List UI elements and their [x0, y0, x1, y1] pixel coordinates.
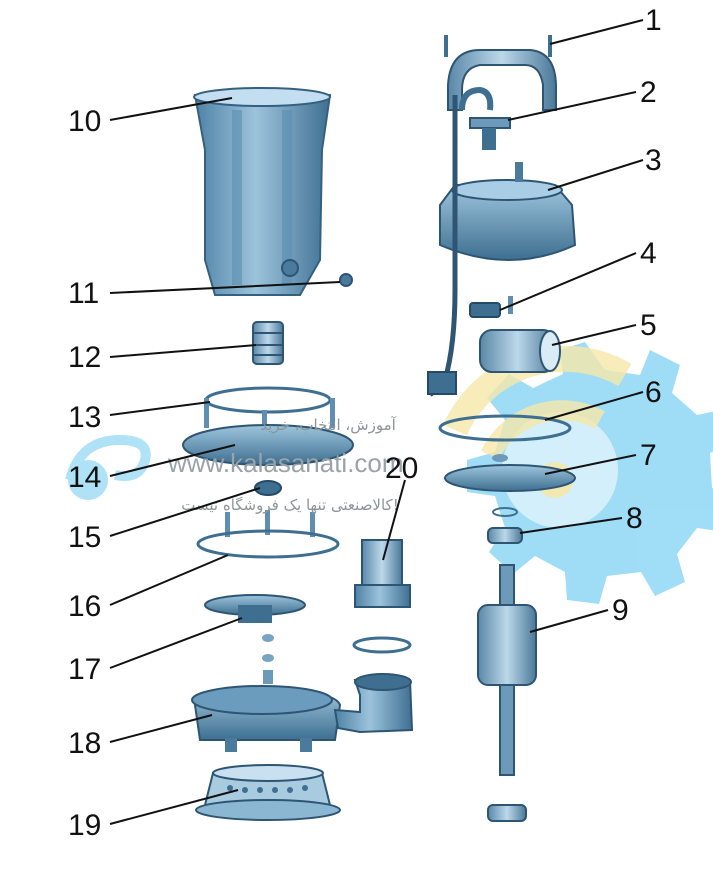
label-17: 17	[68, 653, 101, 686]
leader-lines	[109, 19, 644, 825]
label-20: 20	[385, 452, 418, 485]
label-6: 6	[645, 376, 662, 409]
part-17-impeller	[204, 594, 306, 684]
label-7: 7	[640, 439, 657, 472]
part-19-strainer-base	[195, 764, 341, 821]
part-11-cable-gland	[339, 273, 353, 287]
part-8-bearing	[487, 507, 523, 544]
label-16: 16	[68, 590, 101, 623]
label-15: 15	[68, 521, 101, 554]
part-16-gasket-ring	[196, 510, 340, 559]
part-9-rotor-shaft	[477, 564, 537, 822]
part-7-end-plate	[444, 454, 576, 492]
part-13-o-ring	[204, 386, 332, 414]
watermark-swirl-icon	[65, 434, 151, 500]
part-5-capacitor	[479, 329, 561, 373]
part-1-handle	[444, 35, 557, 111]
label-8: 8	[626, 502, 643, 535]
label-19: 19	[68, 809, 101, 842]
part-15-seal-ring	[254, 480, 282, 496]
label-14: 14	[68, 461, 101, 494]
part-18-pump-housing	[191, 673, 414, 752]
part-10-outer-casing	[193, 87, 332, 296]
part-12-coupling	[252, 321, 284, 365]
label-11: 11	[68, 277, 99, 310]
watermark-line1: آموزش، انتخاب، خرید	[260, 416, 396, 434]
watermark-line2: کالاصنعتی تنها یک فروشگاه نیست!	[181, 496, 398, 514]
label-2: 2	[640, 76, 657, 109]
part-20-hose-connector	[352, 539, 412, 654]
label-3: 3	[645, 144, 662, 177]
label-10: 10	[68, 105, 101, 138]
part-3-motor-cover	[439, 162, 577, 261]
part-2-cable-clamp	[459, 86, 511, 150]
label-18: 18	[68, 727, 101, 760]
part-number-labels: 1 2 3 4 5 6 7 8 9 10 11 12 13 14 15 16 1…	[68, 4, 662, 842]
watermark-text: آموزش، انتخاب، خرید www.kalasanati.com ک…	[167, 416, 404, 514]
label-5: 5	[640, 309, 657, 342]
label-12: 12	[68, 341, 101, 374]
label-13: 13	[68, 401, 101, 434]
part-6-o-ring	[438, 414, 572, 442]
label-4: 4	[640, 237, 657, 270]
label-9: 9	[612, 594, 629, 627]
power-cable	[427, 95, 458, 397]
label-1: 1	[645, 4, 662, 37]
part-14-seal-plate	[182, 398, 354, 466]
